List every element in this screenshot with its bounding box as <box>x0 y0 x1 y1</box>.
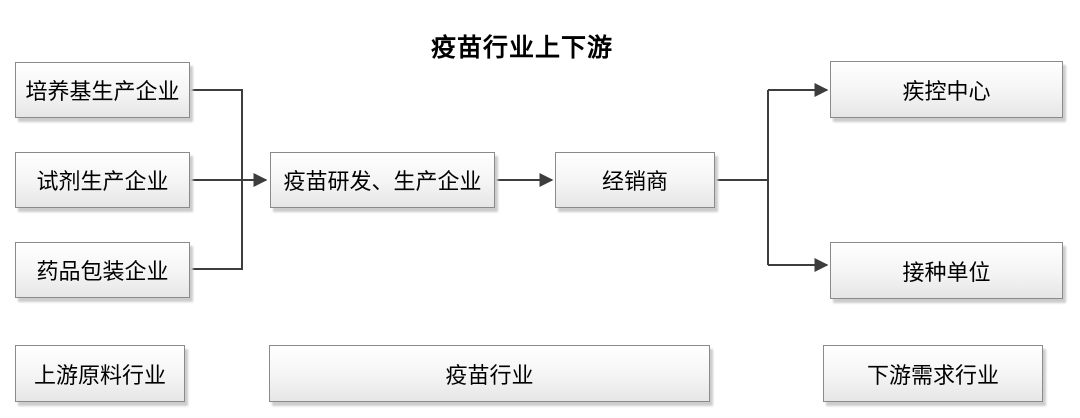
node-label: 药品包装企业 <box>36 259 169 284</box>
diagram-title: 疫苗行业上下游 <box>430 35 613 62</box>
node-label: 试剂生产企业 <box>36 169 169 194</box>
node-label: 疫苗研发、生产企业 <box>283 169 482 194</box>
connector-upstream-bracket <box>190 89 243 270</box>
node-vaccine-producer: 疫苗研发、生产企业 <box>270 152 495 208</box>
node-label: 疫苗行业 <box>445 362 534 388</box>
node-label: 接种单位 <box>902 259 991 285</box>
node-label: 下游需求行业 <box>866 362 999 388</box>
label-downstream-industry: 下游需求行业 <box>823 345 1043 402</box>
label-upstream-industry: 上游原料行业 <box>15 345 185 402</box>
node-culture-medium-producer: 培养基生产企业 <box>15 62 190 118</box>
node-reagent-producer: 试剂生产企业 <box>15 152 190 208</box>
node-label: 培养基生产企业 <box>25 79 180 104</box>
node-label: 上游原料行业 <box>33 362 166 388</box>
node-label: 经销商 <box>601 169 668 194</box>
node-cdc: 疾控中心 <box>830 61 1063 118</box>
node-label: 疾控中心 <box>902 78 991 104</box>
connector-downstream-bracket <box>715 90 769 265</box>
node-distributor: 经销商 <box>555 152 715 208</box>
label-vaccine-industry: 疫苗行业 <box>269 345 710 402</box>
node-vaccination-unit: 接种单位 <box>830 242 1063 299</box>
node-drug-packaging: 药品包装企业 <box>15 242 190 298</box>
